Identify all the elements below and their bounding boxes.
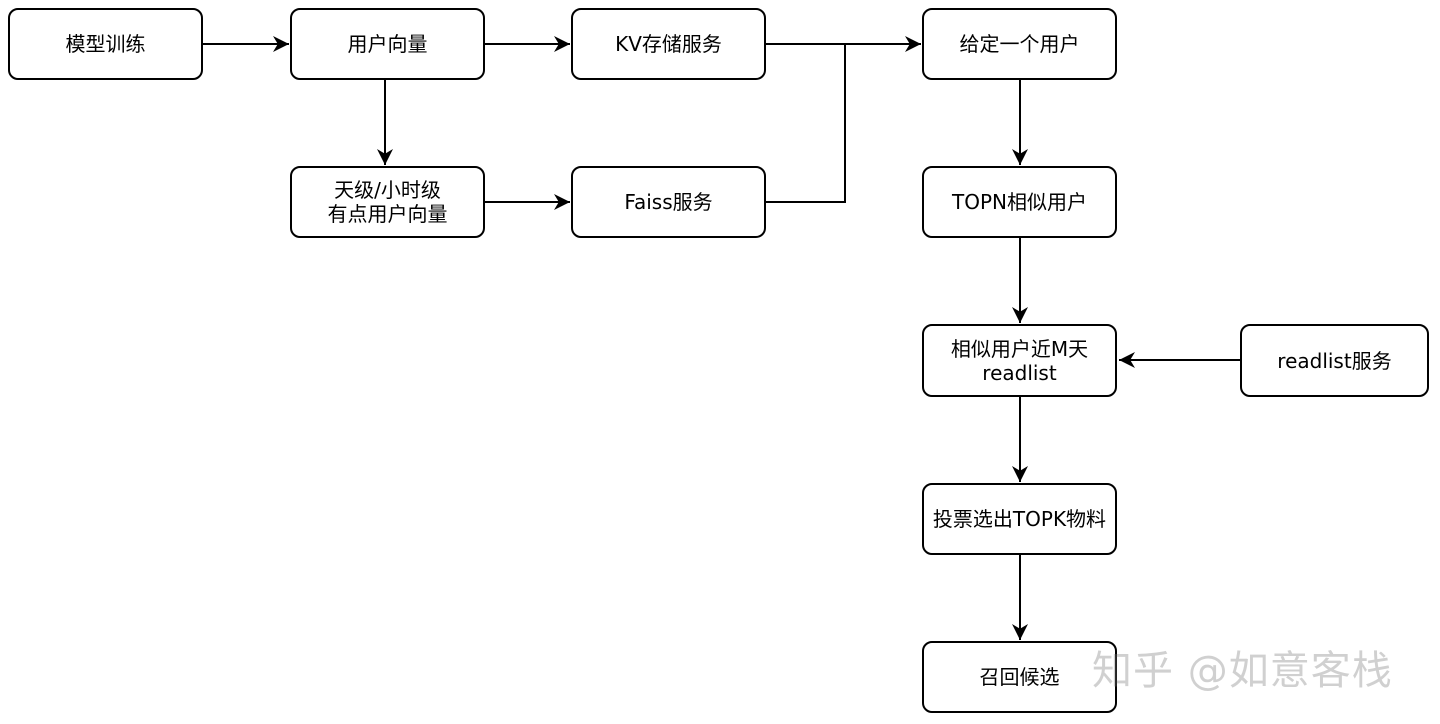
node-topn-similar-label: TOPN相似用户 bbox=[952, 190, 1087, 214]
edge-faiss-to-given-user bbox=[766, 44, 846, 203]
watermark-text: 知乎 @如意客栈 bbox=[1092, 648, 1393, 694]
node-similar-readlist: 相似用户近M天 readlist bbox=[922, 324, 1117, 397]
node-topn-similar: TOPN相似用户 bbox=[922, 166, 1117, 238]
node-daily-vector: 天级/小时级 有点用户向量 bbox=[290, 166, 485, 238]
node-given-user-label: 给定一个用户 bbox=[959, 32, 1080, 56]
node-vote-topk-label: 投票选出TOPK物料 bbox=[932, 507, 1107, 531]
node-model-training: 模型训练 bbox=[8, 8, 203, 80]
node-daily-vector-line1: 天级/小时级 bbox=[334, 178, 441, 202]
node-similar-readlist-line1: 相似用户近M天 bbox=[950, 336, 1089, 361]
node-recall-candidates: 召回候选 bbox=[922, 641, 1117, 713]
node-faiss: Faiss服务 bbox=[571, 166, 766, 238]
node-kv-storage-label: KV存储服务 bbox=[615, 32, 722, 56]
node-similar-readlist-line2: readlist bbox=[982, 360, 1057, 385]
node-model-training-label: 模型训练 bbox=[65, 32, 146, 56]
node-given-user: 给定一个用户 bbox=[922, 8, 1117, 80]
node-readlist-service-label: readlist服务 bbox=[1277, 348, 1392, 373]
node-recall-candidates-label: 召回候选 bbox=[979, 665, 1060, 689]
node-user-vector-label: 用户向量 bbox=[347, 32, 428, 56]
node-user-vector: 用户向量 bbox=[290, 8, 485, 80]
node-kv-storage: KV存储服务 bbox=[571, 8, 766, 80]
node-vote-topk: 投票选出TOPK物料 bbox=[922, 483, 1117, 555]
node-readlist-service: readlist服务 bbox=[1240, 324, 1429, 397]
node-faiss-label: Faiss服务 bbox=[624, 190, 713, 214]
node-daily-vector-line2: 有点用户向量 bbox=[327, 202, 448, 226]
